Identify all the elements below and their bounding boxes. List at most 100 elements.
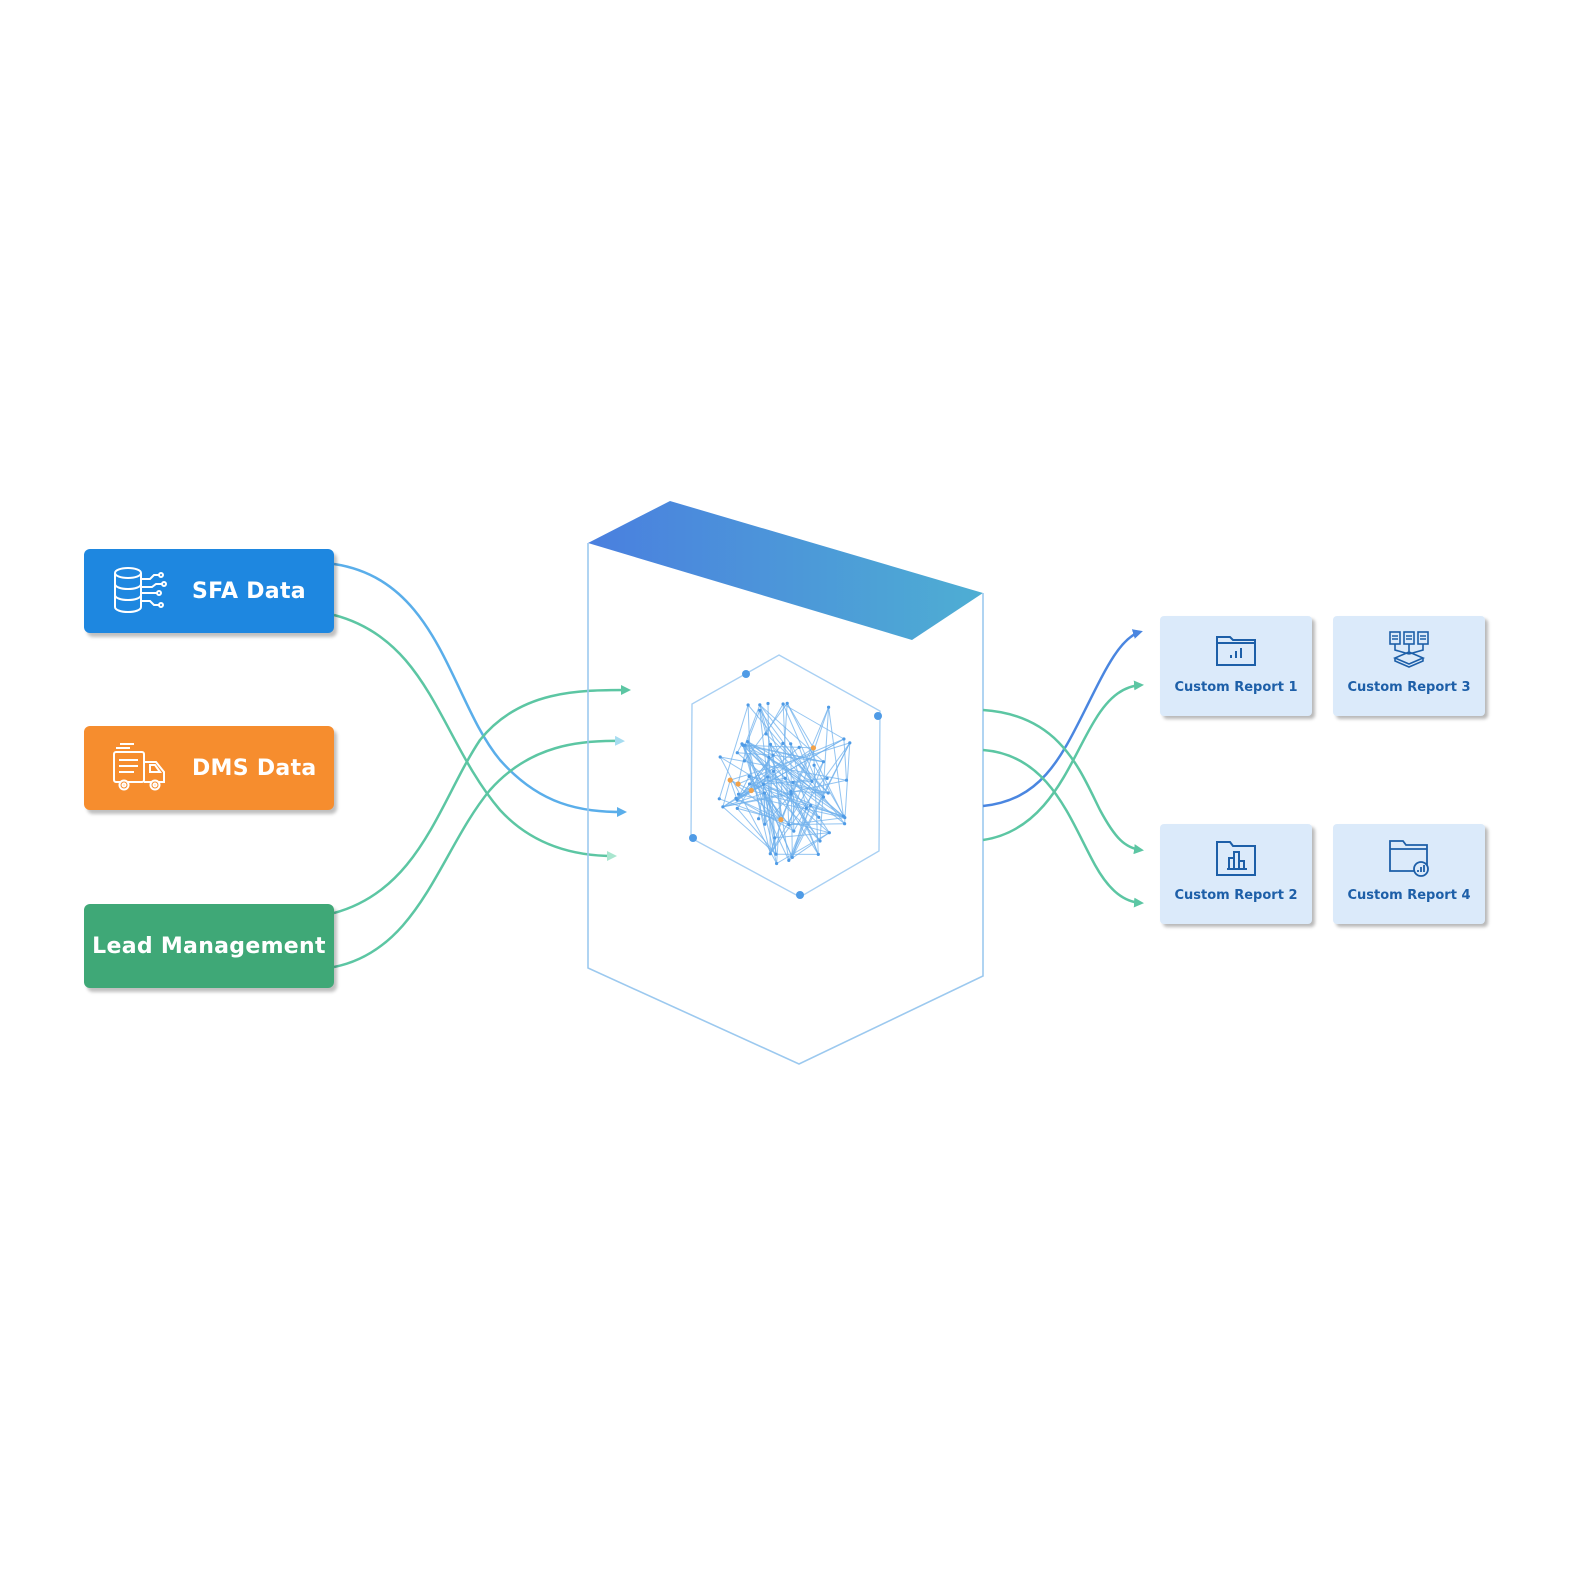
network-node [781, 702, 785, 706]
network-edge [738, 793, 845, 819]
network-edge [791, 742, 851, 858]
connector-lead-2 [333, 735, 625, 969]
network-edge [744, 704, 761, 746]
network-edge [736, 808, 777, 855]
network-node [843, 816, 847, 820]
processing-engine-box [587, 501, 984, 1065]
network-node [748, 787, 754, 794]
network-node [735, 751, 739, 755]
custom-report-2-card[interactable]: Custom Report 2 [1160, 824, 1312, 924]
network-edge [792, 781, 846, 819]
network-node [827, 831, 831, 835]
network-node [789, 789, 793, 793]
network-node [792, 829, 796, 833]
network-node [740, 742, 744, 746]
network-edge [843, 738, 847, 781]
network-graph-icon [689, 654, 882, 899]
custom-report-4-card[interactable]: Custom Report 4 [1333, 824, 1485, 924]
network-edge [748, 776, 790, 861]
custom-report-1-card[interactable]: Custom Report 1 [1160, 616, 1312, 716]
network-edge [764, 771, 774, 825]
network-edge [786, 703, 814, 749]
documents-merge-icon [1389, 631, 1429, 668]
network-edge [747, 741, 778, 864]
folder-analytics-icon [1389, 840, 1429, 877]
network-node [735, 781, 741, 787]
network-hub-node [742, 670, 750, 678]
source-dms-data: DMS Data [84, 726, 334, 810]
network-node [790, 855, 794, 860]
network-edge [767, 776, 829, 794]
source-label: SFA Data [192, 578, 306, 604]
network-node [736, 792, 741, 796]
network-edge [736, 743, 743, 753]
source-label: Lead Management [92, 933, 326, 959]
network-edge [763, 783, 821, 842]
network-node [758, 708, 762, 712]
network-node [848, 741, 852, 745]
network-node [818, 839, 822, 843]
folder-column-chart-icon [1216, 841, 1256, 876]
network-edge [736, 754, 774, 801]
network-edge [763, 783, 845, 819]
network-node [721, 805, 725, 809]
network-edge [735, 797, 782, 821]
network-edge [736, 738, 845, 801]
network-node [787, 823, 791, 827]
network-node [771, 753, 775, 757]
network-node [757, 817, 761, 821]
network-edge [759, 704, 792, 745]
network-edge [823, 796, 845, 825]
network-node [727, 777, 733, 783]
network-edge [759, 704, 824, 763]
network-edge [729, 779, 738, 801]
network-edge [747, 741, 844, 817]
network-node [746, 740, 750, 744]
network-node [843, 822, 847, 826]
network-edge [769, 793, 792, 854]
source-label: DMS Data [192, 755, 317, 781]
network-edge [736, 776, 750, 801]
network-node [797, 745, 801, 750]
input-connectors [333, 562, 631, 969]
report-label: Custom Report 3 [1347, 680, 1471, 695]
connector-lead-1 [333, 685, 631, 915]
network-edge [722, 806, 777, 855]
network-hub-node [689, 834, 697, 842]
network-node [762, 791, 767, 795]
network-node [804, 806, 809, 810]
network-edge [747, 741, 819, 855]
network-edge [782, 743, 829, 794]
report-label: Custom Report 1 [1174, 680, 1298, 695]
network-edge [730, 742, 850, 781]
network-edge [790, 743, 807, 809]
network-edge [748, 776, 782, 820]
network-node [789, 792, 793, 796]
network-node [768, 852, 772, 856]
network-edge [764, 792, 793, 858]
network-edge [782, 703, 845, 740]
network-edge [791, 805, 812, 858]
network-edge [769, 742, 851, 854]
connector-out-report3 [982, 680, 1144, 842]
network-node [735, 806, 739, 811]
network-node [748, 782, 752, 786]
network-edge [759, 710, 767, 735]
network-node [718, 755, 722, 759]
network-edge [744, 744, 813, 782]
network-edge [747, 704, 813, 782]
network-edge [741, 743, 824, 763]
network-edge [793, 807, 807, 832]
network-node [761, 782, 766, 786]
network-edge [729, 779, 782, 820]
network-node [842, 737, 846, 741]
connector-out-report4 [982, 748, 1144, 908]
network-node [783, 776, 787, 780]
network-edge [790, 743, 813, 782]
network-node [789, 742, 793, 746]
network-node [787, 858, 791, 863]
network-node [735, 798, 739, 802]
network-node [746, 703, 750, 707]
custom-report-3-card[interactable]: Custom Report 3 [1333, 616, 1485, 716]
